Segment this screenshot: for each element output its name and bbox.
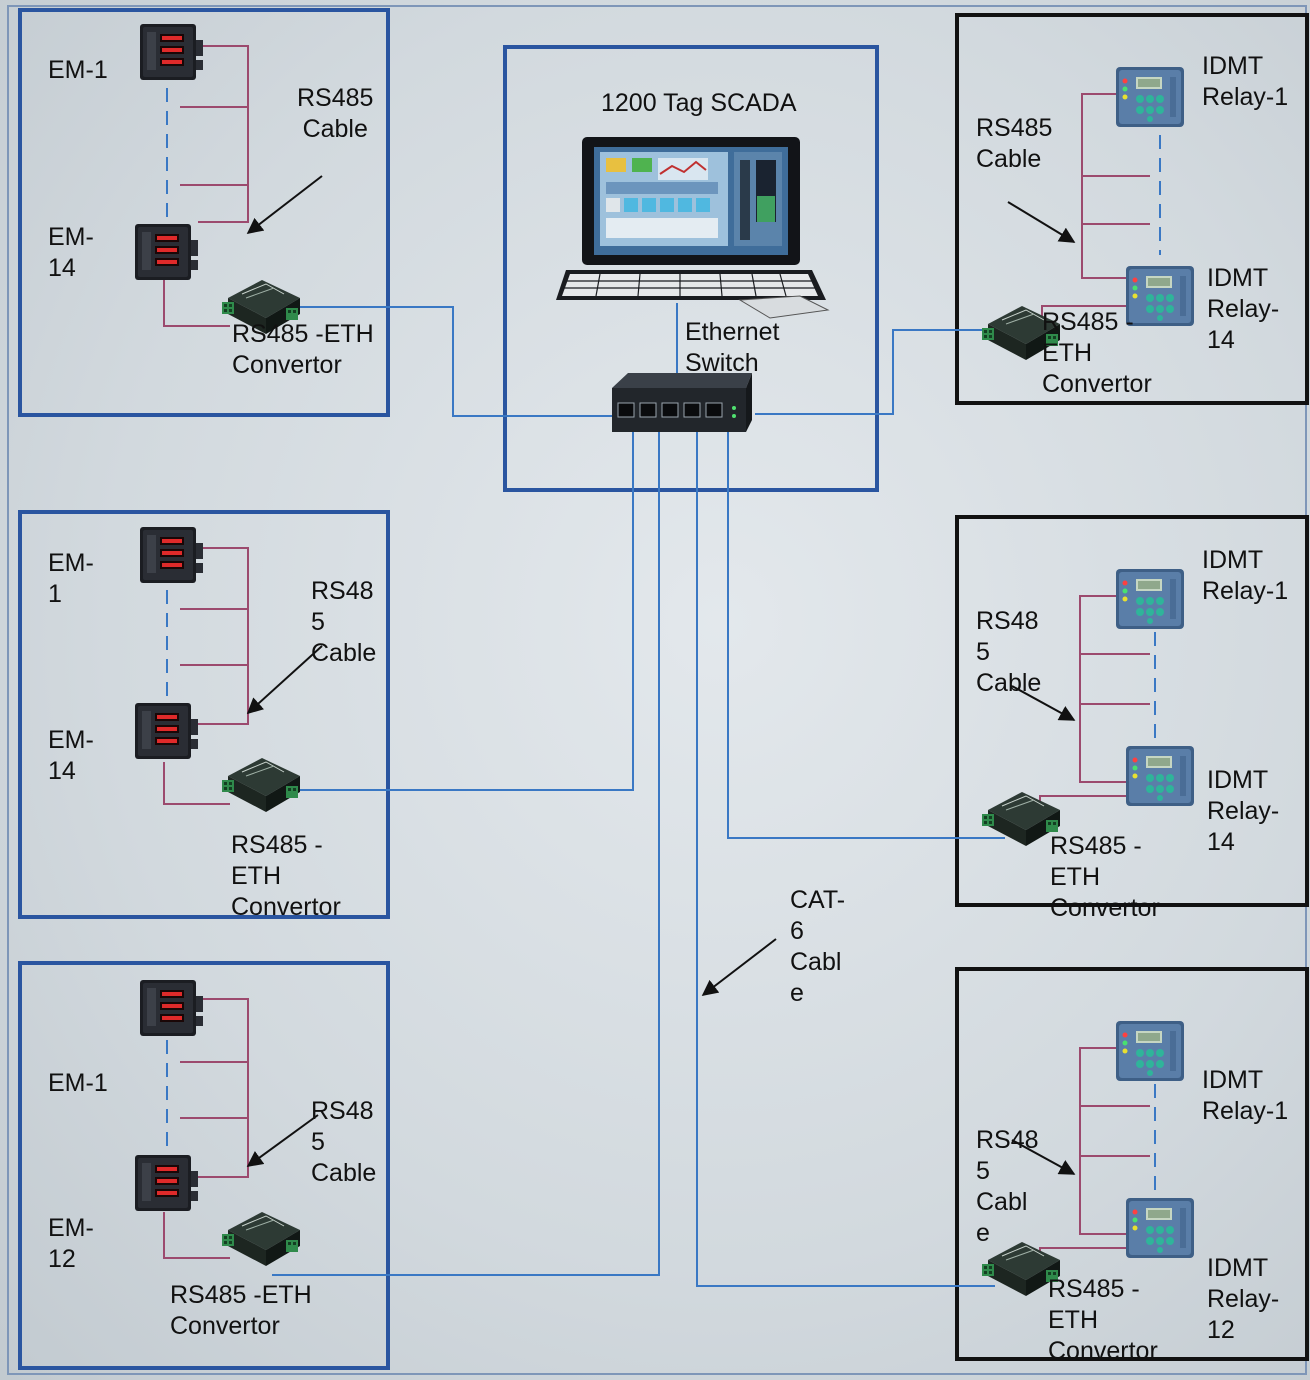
- relay-panel-2-cable-label: RS48 5 Cable: [976, 607, 1042, 697]
- em-panel-2-cable-label: RS48 5 Cable: [311, 577, 377, 667]
- relay-panel-2-convertor-label: RS485 - ETH Convertor: [1050, 832, 1160, 922]
- scada-panel-border: [503, 45, 879, 492]
- eth-line-em-panel-1: [298, 306, 615, 417]
- cat6-arrow: [701, 938, 777, 996]
- idmt-relay-icon: [1116, 1021, 1184, 1081]
- eth-line-em-panel-3: [272, 432, 660, 1276]
- relay-panel-1-wiring: [1007, 93, 1161, 318]
- eth-line-relay-panel-2: [727, 432, 1005, 839]
- relay-panel-1-last-relay-label: IDMT Relay- 14: [1207, 264, 1280, 354]
- em-panel-3-last-meter-label: EM- 12: [48, 1214, 94, 1273]
- relay-panel-1-cable-label: RS485 Cable: [976, 114, 1053, 173]
- idmt-relay-icon: [1116, 67, 1184, 127]
- relay-panel-3-wiring: [1011, 1047, 1156, 1258]
- em-panel-2-last-meter-label: EM- 14: [48, 726, 94, 785]
- relay-panel-3-convertor-label: RS485 - ETH Convertor: [1048, 1275, 1158, 1365]
- idmt-relay-icon: [1126, 1198, 1194, 1258]
- em-panel-2-convertor-label: RS485 - ETH Convertor: [231, 831, 341, 921]
- relay-panel-3-last-relay-label: IDMT Relay- 12: [1207, 1254, 1280, 1344]
- energy-meter-icon: [140, 527, 203, 583]
- relay-panel-1-border: [955, 13, 1309, 405]
- eth-line-relay-panel-1: [755, 329, 990, 415]
- ethernet-switch-icon: [612, 373, 752, 432]
- relay-panel-2-border: [955, 515, 1309, 907]
- convertor-icon: [221, 757, 301, 813]
- relay-panel-1-first-relay-label: IDMT Relay-1: [1202, 52, 1289, 111]
- em-panel-2-border: [18, 510, 390, 919]
- relay-panel-3-first-relay-label: IDMT Relay-1: [1202, 1066, 1289, 1125]
- energy-meter-icon: [140, 980, 203, 1036]
- eth-line-relay-panel-3: [696, 432, 995, 1287]
- energy-meter-icon: [140, 24, 203, 80]
- idmt-relay-icon: [1116, 569, 1184, 629]
- eth-line-em-panel-2: [298, 432, 634, 791]
- energy-meter-icon: [135, 224, 198, 280]
- relay-panel-2-wiring: [1011, 595, 1156, 808]
- idmt-relay-icon: [1126, 746, 1194, 806]
- em-panel-1-convertor-label: RS485 -ETH Convertor: [232, 320, 374, 379]
- ethernet-switch-label: Ethernet Switch: [685, 318, 780, 377]
- relay-panel-3-cable-label: RS48 5 Cabl e: [976, 1126, 1039, 1247]
- em-panel-2-first-meter-label: EM- 1: [48, 549, 94, 608]
- em-panel-1-wiring: [163, 45, 323, 327]
- em-panel-3-first-meter-label: EM-1: [48, 1069, 108, 1097]
- em-panel-3-convertor-label: RS485 -ETH Convertor: [170, 1281, 312, 1340]
- em-panel-3-cable-label: RS48 5 Cable: [311, 1097, 377, 1187]
- em-panel-2-wiring: [163, 547, 323, 805]
- relay-panel-2-last-relay-label: IDMT Relay- 14: [1207, 766, 1280, 856]
- convertor-icon: [221, 1211, 301, 1267]
- relay-panel-3-border: [955, 967, 1309, 1361]
- ethernet-lines: [272, 303, 1005, 1287]
- scada-title: 1200 Tag SCADA: [601, 89, 797, 117]
- em-panel-1-last-meter-label: EM- 14: [48, 223, 94, 282]
- em-panel-3-wiring: [163, 998, 319, 1259]
- relay-panel-1-convertor-label: RS485 - ETH Convertor: [1042, 308, 1152, 398]
- em-panel-3-border: [18, 961, 390, 1370]
- scada-computer-icon: [556, 137, 830, 319]
- energy-meter-icon: [135, 1155, 198, 1211]
- em-panel-1-first-meter-label: EM-1: [48, 56, 108, 84]
- em-panel-1-border: [18, 8, 390, 417]
- energy-meter-icon: [135, 703, 198, 759]
- em-panel-1-cable-label: RS485 Cable: [297, 84, 374, 143]
- cat6-cable-label: CAT- 6 Cabl e: [790, 886, 846, 1007]
- relay-panel-2-first-relay-label: IDMT Relay-1: [1202, 546, 1289, 605]
